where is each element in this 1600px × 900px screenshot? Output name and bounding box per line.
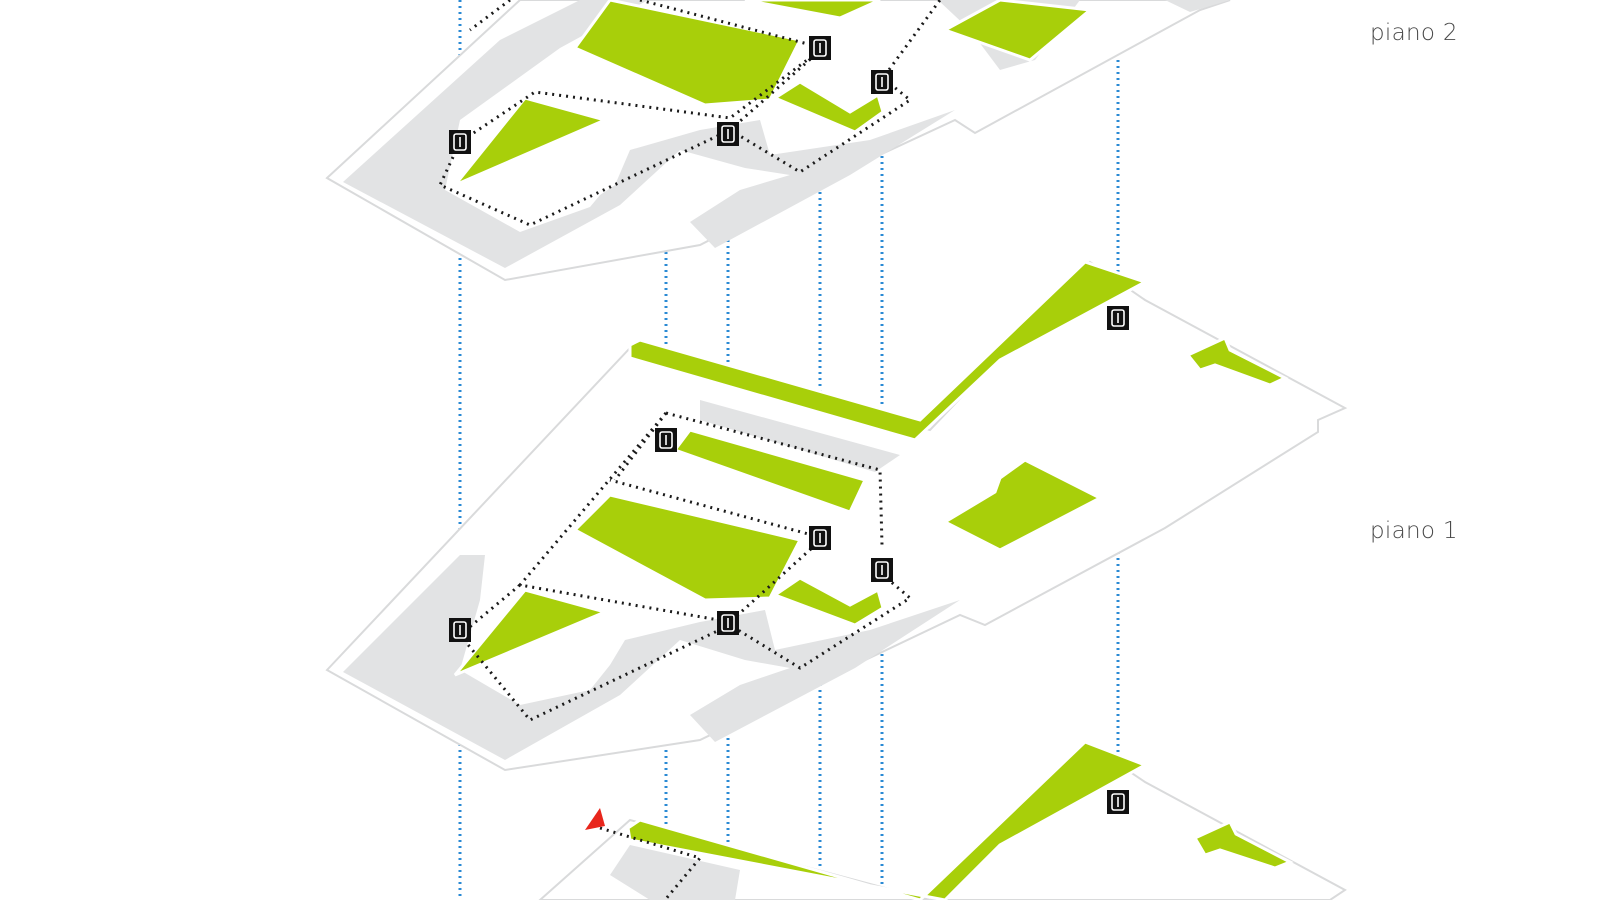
green-space xyxy=(572,493,803,602)
green-spaces xyxy=(453,260,1289,677)
green-spaces xyxy=(453,0,1094,187)
green-space xyxy=(771,80,885,134)
lift-icon xyxy=(1106,789,1130,815)
green-space xyxy=(626,740,1149,900)
circulation-path xyxy=(599,826,703,900)
lift-icon xyxy=(808,35,832,61)
green-space xyxy=(771,576,885,627)
lift-icon xyxy=(716,610,740,636)
green-space xyxy=(453,96,610,187)
green-space xyxy=(941,0,1094,62)
lift-icon xyxy=(870,69,894,95)
lift-icon xyxy=(716,121,740,147)
green-space xyxy=(1192,820,1294,870)
green-space xyxy=(628,260,1149,442)
circulation-path xyxy=(437,0,942,227)
floor-ground xyxy=(538,740,1347,900)
green-space xyxy=(941,458,1104,552)
green-space xyxy=(744,0,881,20)
floor-label-piano-1: piano 1 xyxy=(1370,518,1458,544)
green-space xyxy=(672,428,868,514)
lift-icon xyxy=(654,427,678,453)
entrance-arrow-icon xyxy=(585,808,605,830)
lift-icon xyxy=(448,617,472,643)
floor-label-piano-2: piano 2 xyxy=(1370,20,1458,46)
lift-icon xyxy=(808,525,832,551)
lift-icon xyxy=(870,557,894,583)
green-spaces xyxy=(626,740,1294,900)
lift-icon xyxy=(448,129,472,155)
floor-piano-1 xyxy=(325,260,1348,772)
green-space xyxy=(572,0,803,107)
floor-piano-2 xyxy=(325,0,1231,282)
lifts xyxy=(1106,789,1130,815)
green-space xyxy=(453,588,610,677)
lift-icon xyxy=(1106,305,1130,331)
green-space xyxy=(1185,335,1289,387)
